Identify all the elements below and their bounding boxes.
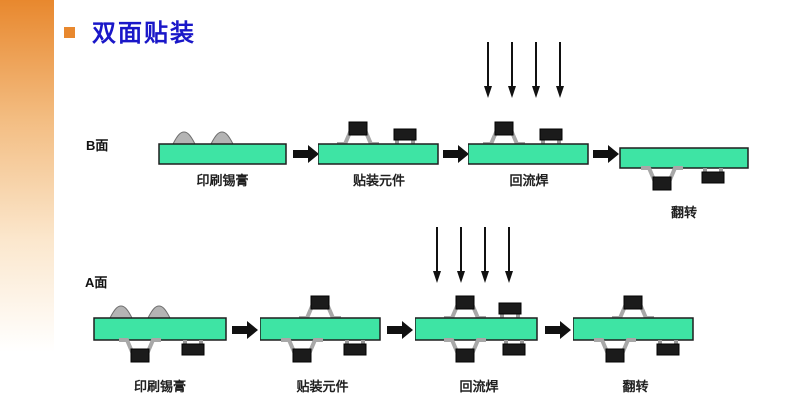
pcb-board xyxy=(573,317,694,341)
chip-icon xyxy=(117,338,163,364)
step-label: 翻转 xyxy=(670,205,697,220)
step-graphic-b-reflow xyxy=(468,41,589,165)
pcb-board xyxy=(318,143,439,165)
heat-arrow-icon xyxy=(480,226,490,284)
process-arrow-icon xyxy=(545,321,571,339)
chip-icon xyxy=(481,120,527,146)
pcb-board xyxy=(468,143,589,165)
pcb-board xyxy=(158,143,287,165)
heat-arrow-icon xyxy=(432,226,442,284)
chip-icon xyxy=(592,338,638,364)
pcb-board xyxy=(260,317,381,341)
small-chip-icon xyxy=(343,339,367,356)
heat-arrow-icon xyxy=(531,41,541,99)
step-graphic-a-place-components xyxy=(260,294,381,364)
small-chip-icon xyxy=(393,128,417,145)
row-b-side-label: B面 xyxy=(86,138,109,153)
process-arrow-icon xyxy=(232,321,258,339)
small-chip-icon xyxy=(539,128,563,145)
chip-icon xyxy=(639,166,685,192)
heat-arrow-icon xyxy=(483,41,493,99)
step-graphic-a-flip xyxy=(573,294,694,364)
solder-bump-icon xyxy=(210,131,234,145)
small-chip-icon xyxy=(181,339,205,356)
step-label: 翻转 xyxy=(622,379,649,394)
heat-arrow-icon xyxy=(507,41,517,99)
pcb-board xyxy=(415,317,538,341)
chip-icon xyxy=(442,294,488,320)
small-chip-icon xyxy=(498,302,522,319)
step-graphic-a-reflow xyxy=(415,226,538,364)
solder-bump-icon xyxy=(172,131,196,145)
step-label: 回流焊 xyxy=(509,173,549,188)
step-label: 贴装元件 xyxy=(352,173,405,188)
process-arrow-icon xyxy=(387,321,413,339)
left-accent-bar xyxy=(0,0,54,400)
small-chip-icon xyxy=(502,339,526,356)
heat-arrow-icon xyxy=(555,41,565,99)
step-label: 贴装元件 xyxy=(296,379,349,394)
step-label: 印刷锡膏 xyxy=(133,379,186,394)
chip-icon xyxy=(610,294,656,320)
step-graphic-a-print-paste xyxy=(93,305,227,364)
pcb-board xyxy=(93,317,227,341)
process-arrow-icon xyxy=(593,145,619,163)
chip-icon xyxy=(442,338,488,364)
solder-bump-icon xyxy=(147,305,171,319)
page-title: 双面贴装 xyxy=(92,20,196,47)
step-graphic-b-place-components xyxy=(318,120,439,165)
heat-arrow-icon xyxy=(504,226,514,284)
step-label: 回流焊 xyxy=(459,379,499,394)
small-chip-icon xyxy=(656,339,680,356)
process-arrow-icon xyxy=(293,145,319,163)
process-arrow-icon xyxy=(443,145,469,163)
pcb-board xyxy=(619,147,749,169)
heat-arrow-icon xyxy=(456,226,466,284)
step-graphic-b-print-paste xyxy=(158,131,287,165)
row-a-side-label: A面 xyxy=(85,275,108,290)
chip-icon xyxy=(279,338,325,364)
chip-icon xyxy=(297,294,343,320)
chip-icon xyxy=(335,120,381,146)
solder-bump-icon xyxy=(109,305,133,319)
step-graphic-b-flip xyxy=(619,147,749,192)
step-label: 印刷锡膏 xyxy=(196,173,249,188)
title-bullet-icon xyxy=(64,27,75,38)
small-chip-icon xyxy=(701,167,725,184)
